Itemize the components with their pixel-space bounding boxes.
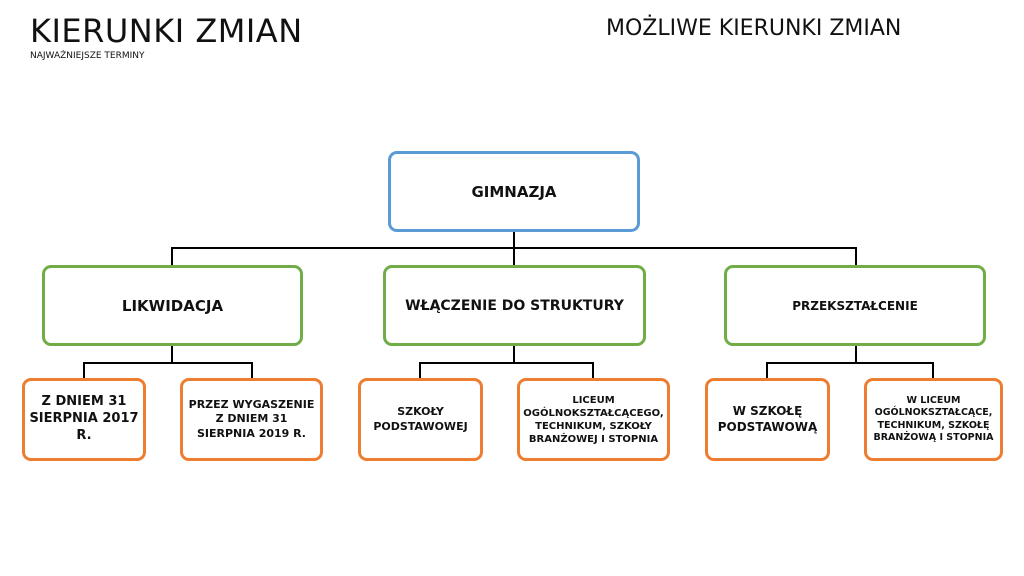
leaf-node: W SZKOŁĘ PODSTAWOWĄ: [705, 378, 830, 461]
slide-subtitle: NAJWAŻNIEJSZE TERMINY: [30, 51, 145, 61]
leaf-node: W LICEUM OGÓLNOKSZTAŁCĄCE, TECHNIKUM, SZ…: [864, 378, 1003, 461]
slide-title: KIERUNKI ZMIAN: [30, 12, 303, 50]
branch-likwidacja: LIKWIDACJA: [42, 265, 303, 346]
branch-wlaczenie: WŁĄCZENIE DO STRUKTURY: [383, 265, 646, 346]
leaf-node: PRZEZ WYGASZENIE Z DNIEM 31 SIERPNIA 201…: [180, 378, 323, 461]
leaf-node: LICEUM OGÓLNOKSZTAŁCĄCEGO, TECHNIKUM, SZ…: [517, 378, 670, 461]
branch-przeksztalcenie: PRZEKSZTAŁCENIE: [724, 265, 986, 346]
leaf-node: Z DNIEM 31 SIERPNIA 2017 R.: [22, 378, 146, 461]
leaf-node: SZKOŁY PODSTAWOWEJ: [358, 378, 483, 461]
root-node: GIMNAZJA: [388, 151, 640, 232]
diagram-title: MOŻLIWE KIERUNKI ZMIAN: [606, 16, 902, 41]
